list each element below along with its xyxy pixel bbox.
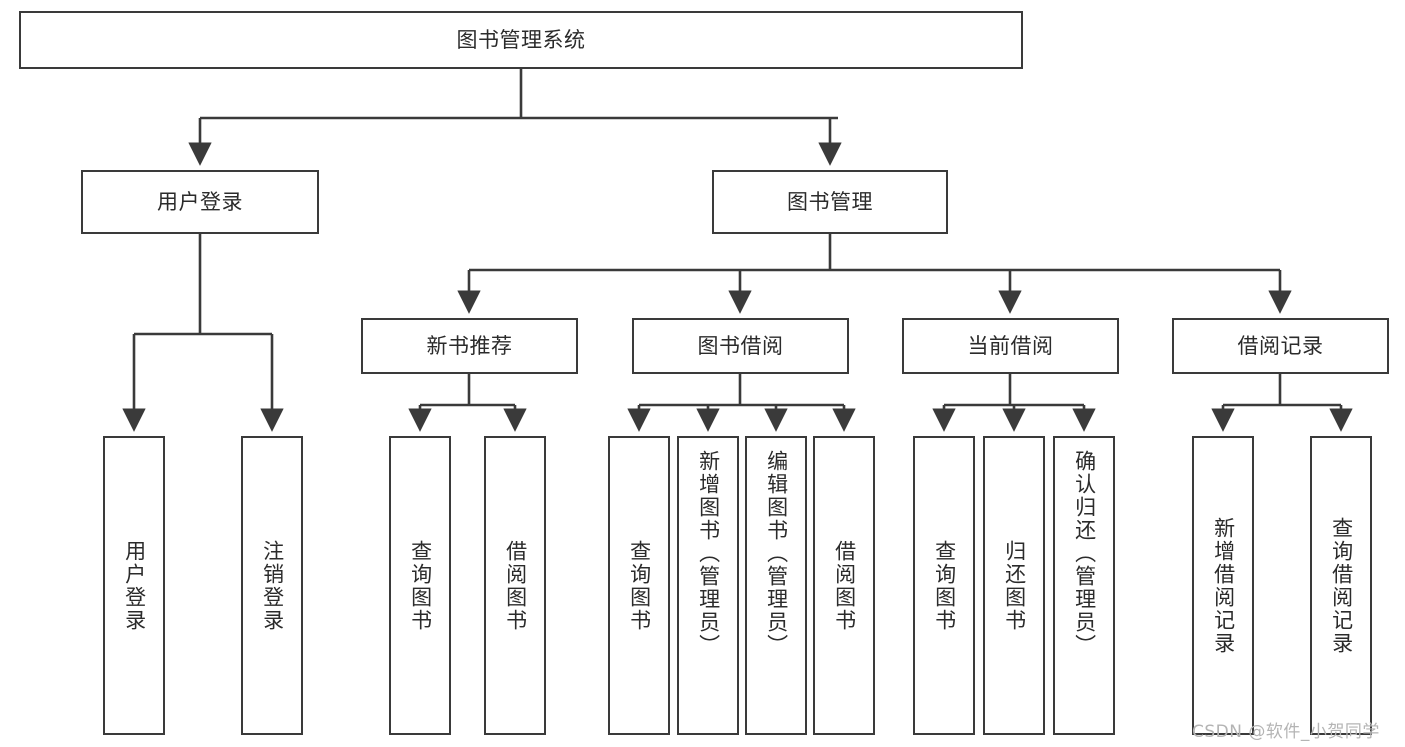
node-user-login[interactable]: 用户登录: [81, 170, 319, 234]
node-leaf-query-book-borrow-label: 查询图书: [627, 539, 652, 632]
node-leaf-user-login[interactable]: 用户登录: [103, 436, 165, 735]
node-book-manage[interactable]: 图书管理: [712, 170, 948, 234]
node-user-login-label: 用户登录: [157, 189, 243, 214]
node-leaf-query-book-new-label: 查询图书: [408, 539, 433, 632]
node-leaf-borrow-book-label: 借阅图书: [832, 539, 857, 632]
node-leaf-borrow-book-new-label: 借阅图书: [503, 539, 528, 632]
node-leaf-query-book-borrow[interactable]: 查询图书: [608, 436, 670, 735]
node-leaf-query-record-label: 查询借阅记录: [1329, 516, 1354, 655]
node-current-borrow[interactable]: 当前借阅: [902, 318, 1119, 374]
node-leaf-confirm-return-label: 确认归还（管理员）: [1072, 450, 1097, 657]
node-leaf-confirm-return[interactable]: 确认归还（管理员）: [1053, 436, 1115, 735]
node-root[interactable]: 图书管理系统: [19, 11, 1023, 69]
node-leaf-return-book[interactable]: 归还图书: [983, 436, 1045, 735]
node-leaf-query-book-current-label: 查询图书: [932, 539, 957, 632]
node-leaf-user-login-label: 用户登录: [122, 539, 147, 632]
node-leaf-add-record-label: 新增借阅记录: [1211, 516, 1236, 655]
node-leaf-query-book-new[interactable]: 查询图书: [389, 436, 451, 735]
node-leaf-edit-book-label: 编辑图书（管理员）: [764, 450, 789, 657]
node-leaf-add-book[interactable]: 新增图书（管理员）: [677, 436, 739, 735]
node-leaf-add-book-label: 新增图书（管理员）: [696, 450, 721, 657]
node-leaf-edit-book[interactable]: 编辑图书（管理员）: [745, 436, 807, 735]
node-current-borrow-label: 当前借阅: [967, 333, 1054, 358]
node-new-book-rec[interactable]: 新书推荐: [361, 318, 578, 374]
node-book-borrow[interactable]: 图书借阅: [632, 318, 849, 374]
node-new-book-rec-label: 新书推荐: [426, 333, 513, 358]
node-book-manage-label: 图书管理: [787, 189, 873, 214]
node-leaf-query-record[interactable]: 查询借阅记录: [1310, 436, 1372, 735]
node-book-borrow-label: 图书借阅: [697, 333, 784, 358]
node-leaf-return-book-label: 归还图书: [1002, 539, 1027, 632]
node-leaf-borrow-book-new[interactable]: 借阅图书: [484, 436, 546, 735]
node-borrow-record[interactable]: 借阅记录: [1172, 318, 1389, 374]
node-borrow-record-label: 借阅记录: [1237, 333, 1324, 358]
node-leaf-logout-label: 注销登录: [260, 539, 285, 632]
node-leaf-query-book-current[interactable]: 查询图书: [913, 436, 975, 735]
node-leaf-logout[interactable]: 注销登录: [241, 436, 303, 735]
node-root-label: 图书管理系统: [456, 27, 586, 52]
node-leaf-borrow-book[interactable]: 借阅图书: [813, 436, 875, 735]
node-leaf-add-record[interactable]: 新增借阅记录: [1192, 436, 1254, 735]
